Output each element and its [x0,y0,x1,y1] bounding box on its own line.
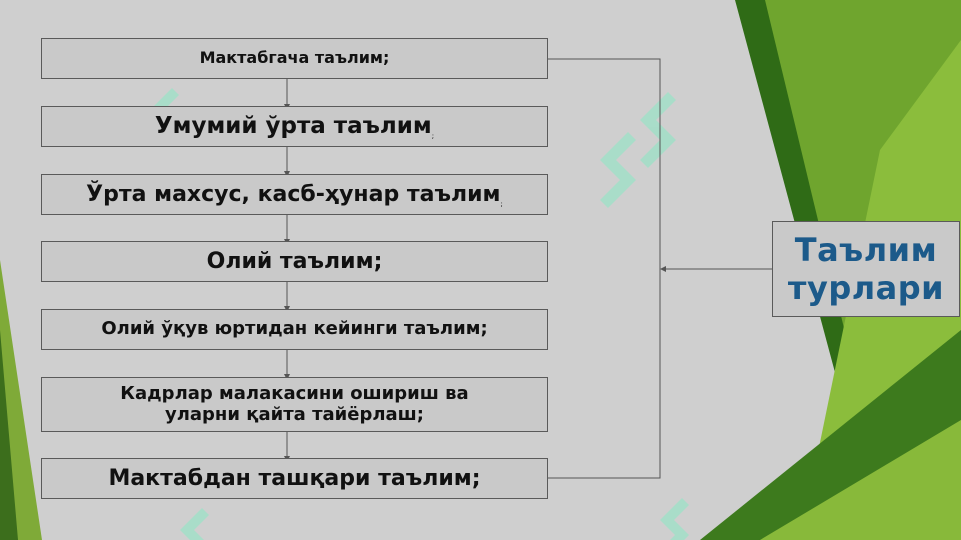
side-title-line2: турлари [787,269,945,307]
side-title-line1: Таълим [794,231,938,269]
level-box-extracurricular: Мактабдан ташқари таълим; [41,458,548,499]
level-suffix: ; [500,199,503,208]
watermark-glyph [180,508,209,540]
level-box-higher: Олий таълим; [41,241,548,282]
watermark-glyph [600,132,636,208]
left-dark-green-shape [0,330,18,540]
level-box-general-secondary: Умумий ўрта таълим; [41,106,548,147]
side-title-box: Таълим турлари [772,221,960,317]
level-label: Мактабдан ташқари таълим; [108,465,481,491]
level-label: Олий ўқув юртидан кейинги таълим; [101,318,488,340]
level-label: Ўрта махсус, касб-ҳунар таълим [86,181,501,207]
level-box-preschool: Мактабгача таълим; [41,38,548,79]
arrowhead [660,266,666,272]
level-label-line1: Кадрлар малакасини ошириш ва [120,382,469,404]
bracket-line [548,58,661,479]
connectors [286,58,772,479]
watermark-glyph [640,92,676,168]
level-box-postgraduate: Олий ўқув юртидан кейинги таълим; [41,309,548,350]
level-suffix: ; [431,131,435,140]
level-box-retraining: Кадрлар малакасини ошириш ва уларни қайт… [41,377,548,432]
level-label: Умумий ўрта таълим [154,113,432,140]
level-label-line2: уларни қайта тайёрлаш; [164,403,424,425]
watermark-glyph [660,498,689,540]
level-label: Мактабгача таълим; [199,48,390,68]
right-bottom-light-shape [760,420,961,540]
level-box-vocational: Ўрта махсус, касб-ҳунар таълим; [41,174,548,215]
level-label: Олий таълим; [206,248,383,274]
